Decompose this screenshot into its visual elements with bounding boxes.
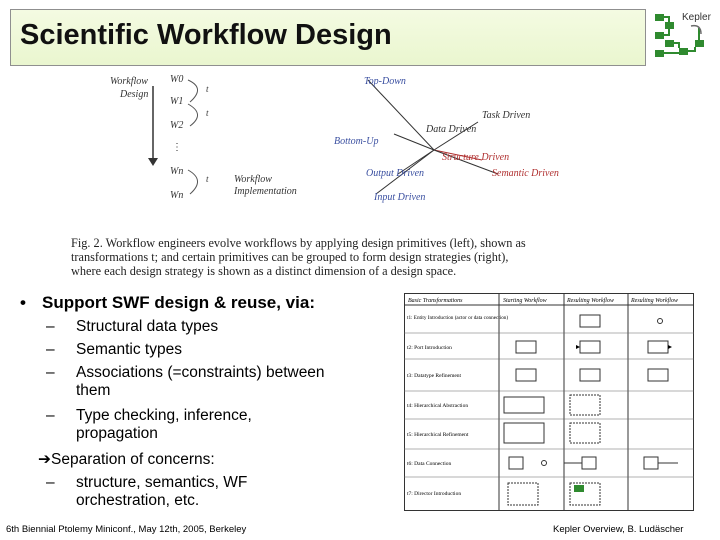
dash: –: [46, 407, 55, 424]
w-label-3: Wn: [170, 166, 183, 177]
kepler-logo-icon: [655, 14, 704, 57]
axis-structure-driven: [433, 149, 483, 161]
transition-arc-3: [187, 169, 198, 195]
table-row-label: t7: Director Introduction: [407, 491, 461, 497]
sub-item-continuation: propagation: [76, 425, 158, 442]
caption-line-2: transformations t; and certain primitive…: [71, 250, 509, 264]
t-label-3: t: [206, 174, 209, 184]
axis-bottom-up: [393, 133, 435, 151]
table-header: Basic Transformations: [408, 297, 463, 304]
sub-item: – Associations (=constraints) between the…: [46, 364, 325, 400]
table-row-label: t1: Entity Introduction (actor or data c…: [407, 314, 508, 321]
footer-conference: 6th Biennial Ptolemy Miniconf., May 12th…: [6, 524, 247, 535]
main-bullet: • Support SWF design & reuse, via:: [20, 293, 315, 313]
table-header: Resulting Workflow: [566, 297, 614, 304]
sub-item: – Semantic types: [46, 341, 182, 359]
design-figure: Workflow Design W0 W1 W2 ⋮ Wn Wn t t t W…: [110, 74, 559, 203]
w-label-2: W2: [170, 120, 183, 131]
sub-item-text: Structural data types: [76, 318, 219, 335]
right-arrow-icon: ➔: [38, 451, 51, 468]
sub-item-text: Type checking, inference,: [76, 407, 252, 424]
down-arrow-head: [148, 158, 158, 166]
transition-arc-1: [187, 79, 198, 103]
figure-caption: Fig. 2. Workflow engineers evolve workfl…: [71, 236, 611, 278]
figure-bottom-label-2: Implementation: [233, 186, 297, 197]
table-header: Resulting Workflow: [630, 297, 678, 304]
dash: –: [46, 341, 55, 358]
table-row-label: t3: Datatype Refinement: [407, 372, 462, 379]
caption-line-1: Fig. 2. Workflow engineers evolve workfl…: [71, 236, 526, 250]
w-label-4: Wn: [170, 190, 183, 201]
figure-left-label-2: Design: [119, 89, 148, 100]
sub-item-continuation: orchestration, etc.: [76, 492, 200, 509]
transition-arc-2: [187, 103, 198, 127]
t-label-1: t: [206, 84, 209, 94]
dash: –: [46, 318, 55, 335]
table-header: Starting Workflow: [503, 297, 547, 304]
table-row-label: t5: Hierarchical Refinement: [407, 431, 469, 438]
table-row-label: t6: Data Connection: [407, 461, 452, 467]
bullet-dot-icon: •: [20, 293, 26, 312]
strategy-bottom-up: Bottom-Up: [334, 136, 378, 147]
axis-semantic-driven: [433, 149, 499, 175]
t-label-2: t: [206, 108, 209, 118]
table-row-label: t4: Hierarchical Abstraction: [407, 403, 468, 409]
dash: –: [46, 474, 55, 491]
sub-item-continuation: them: [76, 382, 111, 399]
table-row-label: t2: Port Introduction: [407, 345, 452, 351]
strategy-output-driven: Output Driven: [366, 168, 424, 179]
sub-item: – structure, semantics, WF orchestration,…: [46, 474, 247, 510]
strategy-data-driven: Data Driven: [425, 124, 476, 135]
sub-item-text: Semantic types: [76, 341, 182, 358]
sub-item: – Structural data types: [46, 318, 218, 336]
dash: –: [46, 364, 55, 381]
slide-title: Scientific Workflow Design: [20, 19, 392, 51]
logo-wordmark: Kepler: [682, 12, 711, 23]
strategy-structure-driven: Structure Driven: [442, 152, 509, 163]
figure-bottom-label-1: Workflow: [234, 174, 272, 185]
figure-left-label-1: Workflow: [110, 76, 148, 87]
main-bullet-text: Support SWF design & reuse, via:: [42, 293, 315, 312]
strategy-input-driven: Input Driven: [373, 192, 425, 203]
strategy-semantic-driven: Semantic Driven: [492, 168, 559, 179]
axis-top-down: [367, 79, 435, 151]
axis-task-driven: [433, 121, 479, 151]
strategy-task-driven: Task Driven: [482, 110, 530, 121]
sub-item-text: Associations (=constraints) between: [76, 364, 325, 381]
axis-input-driven: [375, 149, 435, 195]
arrow-item-text: Separation of concerns:: [51, 451, 215, 468]
w-label-0: W0: [170, 74, 183, 85]
vertical-ellipsis: ⋮: [172, 142, 182, 153]
sub-item-text: structure, semantics, WF: [76, 474, 248, 491]
strategy-top-down: Top-Down: [364, 76, 406, 87]
sub-item: – Type checking, inference, propagation: [46, 407, 252, 443]
arrow-item: ➔Separation of concerns:: [38, 450, 215, 469]
w-label-1: W1: [170, 96, 183, 107]
caption-line-3: where each design strategy is shown as a…: [71, 264, 457, 278]
transformations-table: Basic Transformations Starting Workflow …: [404, 293, 694, 511]
footer-author: Kepler Overview, B. Ludäscher: [553, 524, 684, 535]
title-banner: [10, 9, 646, 66]
